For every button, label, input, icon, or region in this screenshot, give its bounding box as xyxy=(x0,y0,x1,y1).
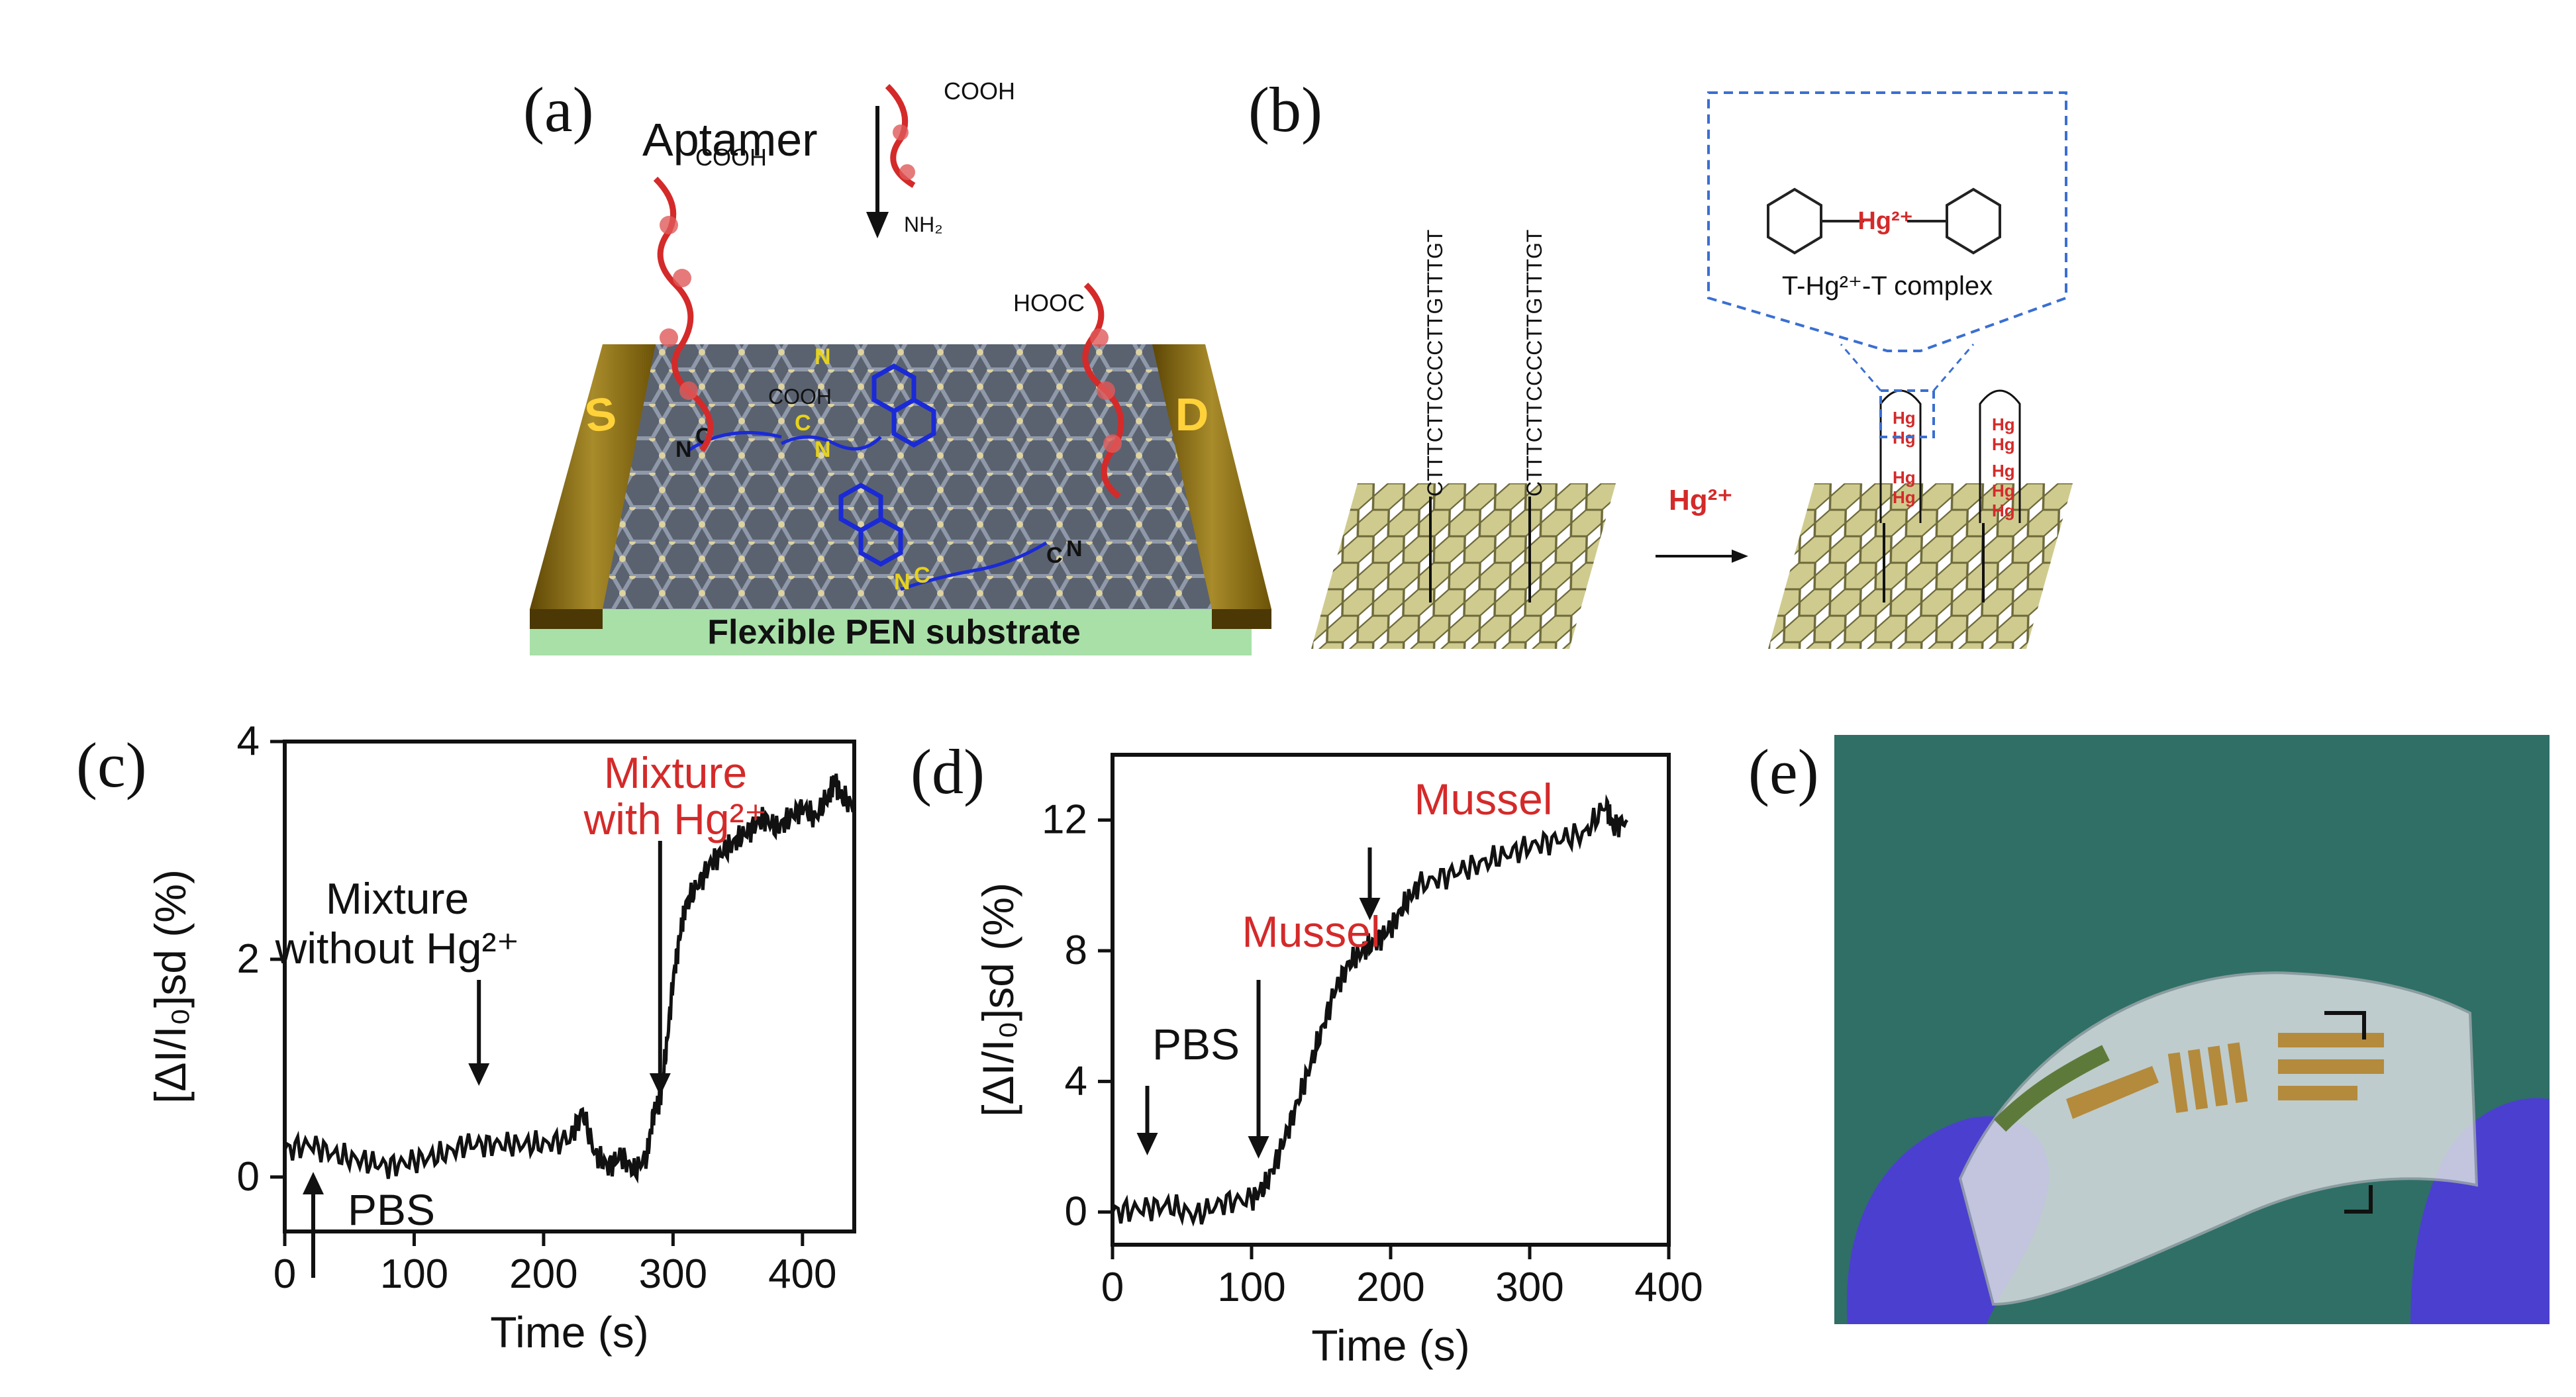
x-tick-label: 200 xyxy=(509,1251,577,1297)
arrowhead xyxy=(303,1172,324,1194)
flexible-device-photo xyxy=(1834,735,2550,1324)
svg-text:C: C xyxy=(795,410,811,436)
arrowhead xyxy=(1248,1136,1269,1159)
annotation-mixture-without: Mixture xyxy=(326,874,469,923)
annotation-pbs: PBS xyxy=(1152,1020,1240,1069)
svg-text:C: C xyxy=(1046,543,1063,568)
hg-arrow-label: Hg²⁺ xyxy=(1669,484,1733,516)
y-tick-label: 12 xyxy=(1042,797,1087,843)
graphene-sheet-before xyxy=(1311,483,1616,649)
svg-text:CTTTCTTCCCCTTGTTTGT: CTTTCTTCCCCTTGTTTGT xyxy=(1423,230,1447,497)
annotation-without-hg: without Hg²⁺ xyxy=(275,924,520,973)
x-axis-label: Time (s) xyxy=(490,1308,649,1357)
source-label: S xyxy=(581,387,619,442)
arrowhead xyxy=(649,1073,671,1096)
plot-frame xyxy=(283,740,856,1233)
panel-b: (b) CTTTCTTCCCCTTGTTTGT CTTTCTTCCCCTTGTT… xyxy=(1245,33,2106,649)
x-tick-label: 0 xyxy=(273,1251,296,1297)
pen-substrate xyxy=(530,609,1252,655)
series-line xyxy=(283,773,856,1184)
annotation-pbs: PBS xyxy=(348,1185,435,1234)
svg-text:Hg: Hg xyxy=(1893,467,1916,487)
y-tick-label: 2 xyxy=(237,936,260,982)
pyrene-linker xyxy=(838,363,936,567)
inset-marker xyxy=(1879,389,1935,438)
film-edge-shade xyxy=(1993,1045,2110,1132)
x-tick-label: 0 xyxy=(1101,1265,1124,1310)
svg-text:Hg: Hg xyxy=(1893,408,1916,428)
cooh-free: COOH xyxy=(944,77,1015,105)
svg-text:CTTTCTTCCCCTTGTTTGT: CTTTCTTCCCCTTGTTTGT xyxy=(1522,230,1546,497)
svg-text:Hg: Hg xyxy=(1992,501,2015,520)
x-tick-label: 100 xyxy=(1217,1265,1285,1310)
svg-text:Hg: Hg xyxy=(1893,487,1916,507)
arrowhead xyxy=(1359,898,1381,920)
panel-b-label: (b) xyxy=(1248,74,1322,145)
x-axis-label: Time (s) xyxy=(1311,1321,1470,1370)
aptamer-label: Aptamer xyxy=(642,114,818,166)
svg-text:C: C xyxy=(914,563,930,588)
svg-text:Hg: Hg xyxy=(1992,461,2015,481)
y-tick-label: 4 xyxy=(237,718,260,764)
panel-a-label: (a) xyxy=(523,74,594,145)
series-line xyxy=(1111,794,1629,1227)
panel-d-label: (d) xyxy=(911,736,985,807)
gold-electrodes xyxy=(2066,1033,2384,1119)
complex-inset xyxy=(1707,91,2067,352)
cooh-left: COOH xyxy=(695,144,767,171)
svg-text:Hg: Hg xyxy=(1992,434,2015,454)
annotation-mussel-1: Mussel xyxy=(1242,907,1380,956)
x-tick-label: 300 xyxy=(639,1251,707,1297)
y-tick-label: 8 xyxy=(1065,928,1087,973)
device-schematic: Flexible PEN substrate S D xyxy=(530,77,1271,655)
hg-ion: Hg²⁺ xyxy=(1858,207,1912,235)
x-tick-label: 300 xyxy=(1495,1265,1563,1310)
y-tick-label: 0 xyxy=(237,1154,260,1200)
panel-a: (a) Flexible PEN substrate S xyxy=(503,60,1298,675)
svg-text:N: N xyxy=(815,344,831,369)
substrate-label: Flexible PEN substrate xyxy=(707,613,1081,651)
annotation-mixture-with: Mixture xyxy=(604,748,747,797)
drain-label: D xyxy=(1175,389,1209,440)
panel-e: (e) xyxy=(1748,722,2556,1331)
y-tick-label: 0 xyxy=(1065,1189,1087,1235)
complex-label: T-Hg²⁺-T complex xyxy=(1782,271,1993,301)
annotation-mussel-2: Mussel xyxy=(1414,775,1552,824)
panel-e-label: (e) xyxy=(1748,736,1819,807)
arrowhead xyxy=(468,1063,490,1086)
x-tick-label: 400 xyxy=(768,1251,836,1297)
svg-text:N: N xyxy=(894,569,911,595)
x-tick-label: 100 xyxy=(380,1251,448,1297)
hooc-right: HOOC xyxy=(1013,289,1085,316)
cooh-mid: COOH xyxy=(768,385,832,409)
svg-text:N: N xyxy=(815,437,831,462)
svg-text:N: N xyxy=(675,437,692,462)
y-tick-label: 4 xyxy=(1065,1058,1087,1104)
aptamer-before: CTTTCTTCCCCTTGTTTGT CTTTCTTCCCCTTGTTTGT xyxy=(1423,230,1546,602)
y-axis-label: [ΔI/I₀]sd (%) xyxy=(146,869,195,1104)
svg-text:N: N xyxy=(1066,536,1083,561)
panel-c-label: (c) xyxy=(76,730,147,800)
glove-right xyxy=(2410,1098,2550,1324)
y-axis-label: [ΔI/I₀]sd (%) xyxy=(973,883,1022,1117)
thymine-rings xyxy=(1767,187,2001,255)
arrowhead xyxy=(1136,1133,1158,1155)
annotation-with-hg: with Hg²⁺ xyxy=(583,795,768,843)
graphene-sheet-after xyxy=(1768,483,2073,649)
svg-text:Hg: Hg xyxy=(1992,414,2015,434)
nh2-free: NH₂ xyxy=(904,213,943,236)
x-tick-label: 400 xyxy=(1634,1265,1703,1310)
hg-binding-schematic: CTTTCTTCCCCTTGTTTGT CTTTCTTCCCCTTGTTTGT … xyxy=(1311,91,2073,649)
svg-text:Hg: Hg xyxy=(1992,481,2015,501)
x-tick-label: 200 xyxy=(1356,1265,1424,1310)
source-electrode xyxy=(530,344,656,609)
drain-electrode xyxy=(1152,344,1271,609)
